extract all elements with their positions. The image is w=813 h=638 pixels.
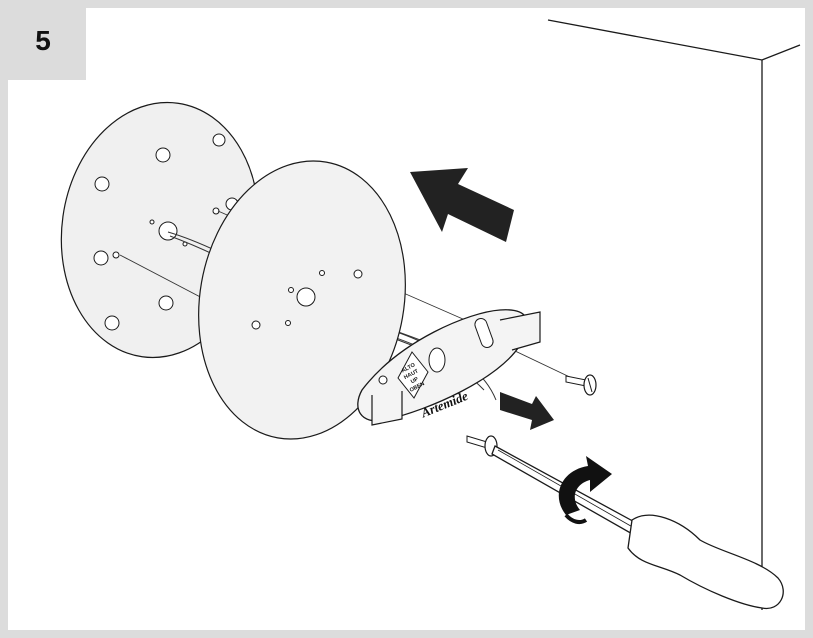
mounting-bracket: ALTO HAUT UP OBEN Artemide	[357, 309, 541, 426]
orientation-label-3: UP	[410, 376, 420, 385]
step-badge: 5	[0, 0, 86, 80]
wall	[547, 19, 801, 610]
push-arrow-icon	[410, 168, 514, 242]
pull-arrow-icon	[500, 392, 554, 430]
canopy-disc	[198, 160, 406, 440]
screw-icon	[565, 374, 597, 396]
screwdriver-icon	[491, 445, 784, 610]
rotate-arrow-icon	[558, 456, 612, 525]
step-number: 5	[35, 25, 51, 56]
